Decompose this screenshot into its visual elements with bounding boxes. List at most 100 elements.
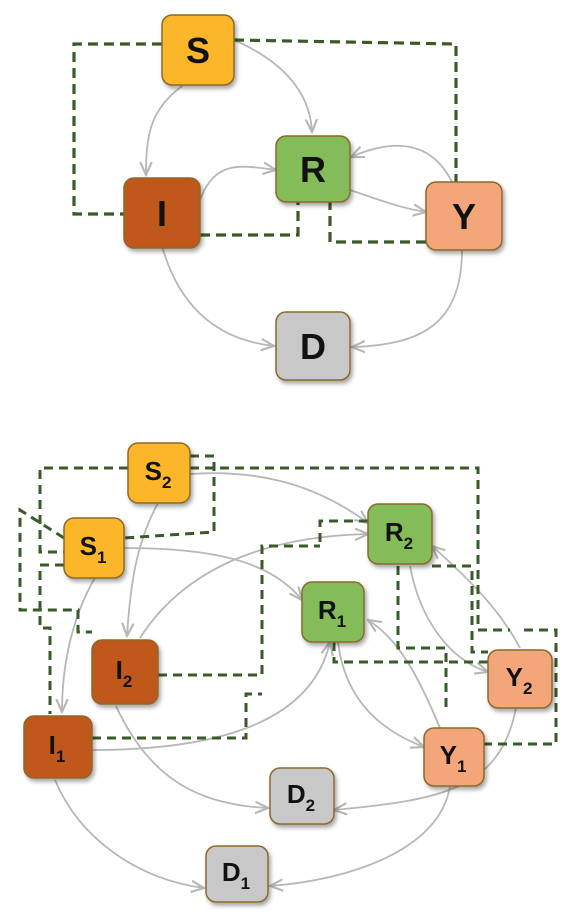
node-box: [269, 767, 335, 825]
node-d1: D1: [205, 845, 269, 903]
node-subscript: 2: [306, 796, 315, 815]
node-box: [425, 181, 503, 251]
dashed-link-s1-i2: [18, 507, 92, 634]
arrow-s1-to-i1: [62, 575, 97, 712]
dashed-link-s1-i1: [38, 563, 64, 714]
arrow-r2-to-y2: [409, 565, 488, 672]
node-y1: Y1: [423, 727, 485, 787]
node-s: S: [161, 14, 235, 86]
node-box: [123, 177, 201, 249]
node-box: [91, 639, 159, 705]
diagram-1: S I R Y D: [72, 14, 503, 381]
flow-arrows-1: [146, 39, 463, 347]
node-d2: D2: [269, 767, 335, 825]
node-box: [275, 135, 351, 203]
node-letter: Y: [506, 662, 523, 692]
arrow-y-to-r: [351, 144, 453, 183]
node-box: [63, 517, 125, 579]
dashed-link-r2-box: [318, 519, 368, 546]
node-label: Y2: [506, 662, 533, 698]
node-letter: R: [318, 595, 337, 625]
arrow-r-to-y: [349, 189, 426, 212]
dashed-link-i2-r2: [158, 544, 320, 677]
arrow-i2-to-d2: [115, 705, 268, 808]
dashed-links-1: [72, 38, 458, 244]
node-s2: S2: [127, 442, 191, 504]
node-subscript: 1: [56, 747, 65, 766]
dashed-link-s2-y2: [190, 466, 510, 632]
node-label: Y1: [440, 740, 467, 776]
arrow-i1-to-r1: [91, 642, 330, 751]
node-subscript: 1: [457, 757, 466, 776]
dashed-links-2: [18, 454, 558, 746]
dashed-link-s2-loop: [123, 454, 216, 540]
node-y2: Y2: [487, 649, 553, 709]
arrow-i-to-d: [161, 245, 274, 346]
node-box: [423, 727, 485, 787]
node-letter: Y: [440, 740, 457, 770]
node-label: Y: [452, 196, 476, 237]
node-subscript: 2: [404, 534, 413, 553]
node-letter: S: [145, 456, 162, 486]
arrow-i-to-r: [199, 167, 276, 201]
arrow-i2-to-r2: [139, 534, 368, 639]
node-subscript: 2: [523, 679, 532, 698]
arrow-y-to-d: [352, 249, 463, 347]
node-label: D: [300, 326, 326, 367]
dashed-link-y2-box: [484, 628, 558, 746]
arrow-r1-to-y1: [337, 641, 424, 747]
arrow-s2-to-r2: [189, 472, 368, 523]
node-label: I1: [49, 730, 66, 766]
dashed-link-r2-y2: [432, 564, 488, 654]
node-box: [301, 581, 365, 643]
nodes-1: S I R Y D: [123, 14, 503, 381]
arrow-s1-to-r1: [123, 547, 302, 600]
arrow-y1-to-r1: [368, 620, 441, 729]
node-box: [487, 649, 553, 709]
node-letter: I: [49, 730, 56, 760]
node-s1: S1: [63, 517, 125, 579]
arrow-s2-to-i2: [127, 502, 159, 636]
arrow-i1-to-d1: [54, 779, 204, 888]
arrow-y2-to-r2: [432, 546, 521, 649]
dashed-link-s2-s1: [38, 466, 128, 554]
dashed-link-r1-y2: [332, 642, 488, 664]
node-r1: R1: [301, 581, 365, 643]
node-label: S1: [80, 531, 107, 567]
node-label: R: [300, 149, 326, 190]
arrow-y1-to-d1: [270, 785, 451, 886]
node-label: S: [186, 30, 210, 71]
node-subscript: 2: [123, 672, 132, 691]
arrow-s-to-i: [146, 85, 183, 175]
node-label: S2: [145, 456, 172, 492]
node-label: D1: [222, 857, 250, 893]
node-i: I: [123, 177, 201, 249]
node-label: I2: [116, 655, 133, 691]
node-label: R1: [318, 595, 346, 631]
dashed-link-i-r: [200, 200, 300, 237]
node-d: D: [275, 311, 351, 381]
node-box: [127, 442, 191, 504]
node-subscript: 1: [97, 548, 106, 567]
node-subscript: 1: [241, 874, 250, 893]
node-y: Y: [425, 181, 503, 251]
node-box: [275, 311, 351, 381]
node-label: D2: [287, 779, 315, 815]
node-label: I: [157, 193, 167, 234]
node-box: [205, 845, 269, 903]
node-i1: I1: [23, 715, 93, 779]
node-letter: S: [80, 531, 97, 561]
flow-arrows-2: [54, 472, 521, 888]
dashed-link-i1-r1: [92, 692, 262, 740]
node-letter: D: [287, 779, 306, 809]
node-box: [23, 715, 93, 779]
node-letter: D: [222, 857, 241, 887]
node-box: [367, 503, 433, 565]
node-r: R: [275, 135, 351, 203]
node-subscript: 2: [162, 473, 171, 492]
node-subscript: 1: [337, 612, 346, 631]
arrow-s-to-r: [233, 39, 312, 132]
